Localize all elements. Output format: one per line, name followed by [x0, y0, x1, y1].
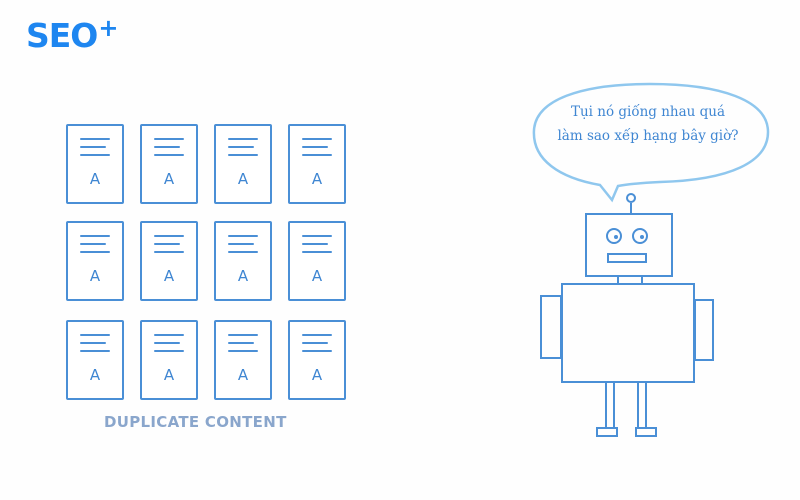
speech-bubble	[532, 82, 770, 203]
text-line	[80, 350, 110, 352]
duplicate-documents-grid: A A A A A A A A A A A A	[66, 124, 356, 414]
document-page: A	[288, 221, 346, 301]
text-line	[302, 138, 332, 140]
text-line	[80, 146, 106, 148]
document-letter: A	[311, 366, 323, 384]
text-line	[80, 251, 110, 253]
robot-body	[561, 283, 695, 383]
logo-text: SEO	[26, 16, 98, 55]
document-letter: A	[237, 170, 249, 188]
document-page: A	[214, 124, 272, 204]
document-page: A	[140, 221, 198, 301]
text-line	[302, 146, 328, 148]
duplicate-content-caption: DUPLICATE CONTENT	[104, 413, 287, 431]
document-page: A	[214, 221, 272, 301]
document-page: A	[288, 320, 346, 400]
text-line	[80, 342, 106, 344]
speech-line-2: làm sao xếp hạng bây giờ?	[557, 128, 739, 144]
document-page: A	[66, 221, 124, 301]
text-line	[228, 350, 258, 352]
text-line	[154, 342, 180, 344]
robot-left-foot	[596, 427, 618, 437]
text-line	[154, 235, 184, 237]
document-letter: A	[311, 170, 323, 188]
document-page: A	[66, 320, 124, 400]
document-letter: A	[311, 267, 323, 285]
text-line	[302, 350, 332, 352]
text-line	[228, 334, 258, 336]
text-line	[302, 243, 328, 245]
text-line	[302, 334, 332, 336]
text-line	[154, 243, 180, 245]
document-page: A	[66, 124, 124, 204]
document-page: A	[140, 124, 198, 204]
text-line	[228, 342, 254, 344]
text-line	[228, 251, 258, 253]
robot-head	[585, 213, 673, 277]
text-line	[302, 342, 328, 344]
document-letter: A	[237, 267, 249, 285]
antenna-ball	[626, 193, 636, 203]
text-line	[80, 243, 106, 245]
text-line	[154, 146, 180, 148]
robot-left-arm	[540, 295, 562, 359]
document-page: A	[214, 320, 272, 400]
text-line	[302, 251, 332, 253]
text-line	[154, 138, 184, 140]
text-line	[228, 154, 258, 156]
text-line	[302, 154, 332, 156]
text-line	[228, 146, 254, 148]
text-line	[154, 154, 184, 156]
document-page: A	[288, 124, 346, 204]
logo-plus: +	[98, 14, 118, 42]
text-line	[154, 350, 184, 352]
document-letter: A	[89, 366, 101, 384]
speech-line-1: Tụi nó giống nhau quá	[570, 104, 726, 120]
speech-bubble-text: Tụi nó giống nhau quá làm sao xếp hạng b…	[538, 100, 758, 148]
robot-mouth	[607, 253, 647, 263]
document-letter: A	[163, 267, 175, 285]
document-letter: A	[89, 170, 101, 188]
brand-logo: SEO+	[26, 14, 118, 55]
text-line	[80, 154, 110, 156]
document-page: A	[140, 320, 198, 400]
document-letter: A	[237, 366, 249, 384]
text-line	[302, 235, 332, 237]
text-line	[228, 138, 258, 140]
text-line	[80, 334, 110, 336]
text-line	[228, 235, 258, 237]
text-line	[228, 243, 254, 245]
text-line	[80, 235, 110, 237]
document-letter: A	[163, 366, 175, 384]
document-letter: A	[163, 170, 175, 188]
text-line	[154, 251, 184, 253]
robot-right-foot	[635, 427, 657, 437]
text-line	[154, 334, 184, 336]
text-line	[80, 138, 110, 140]
robot-right-arm	[694, 299, 714, 361]
document-letter: A	[89, 267, 101, 285]
